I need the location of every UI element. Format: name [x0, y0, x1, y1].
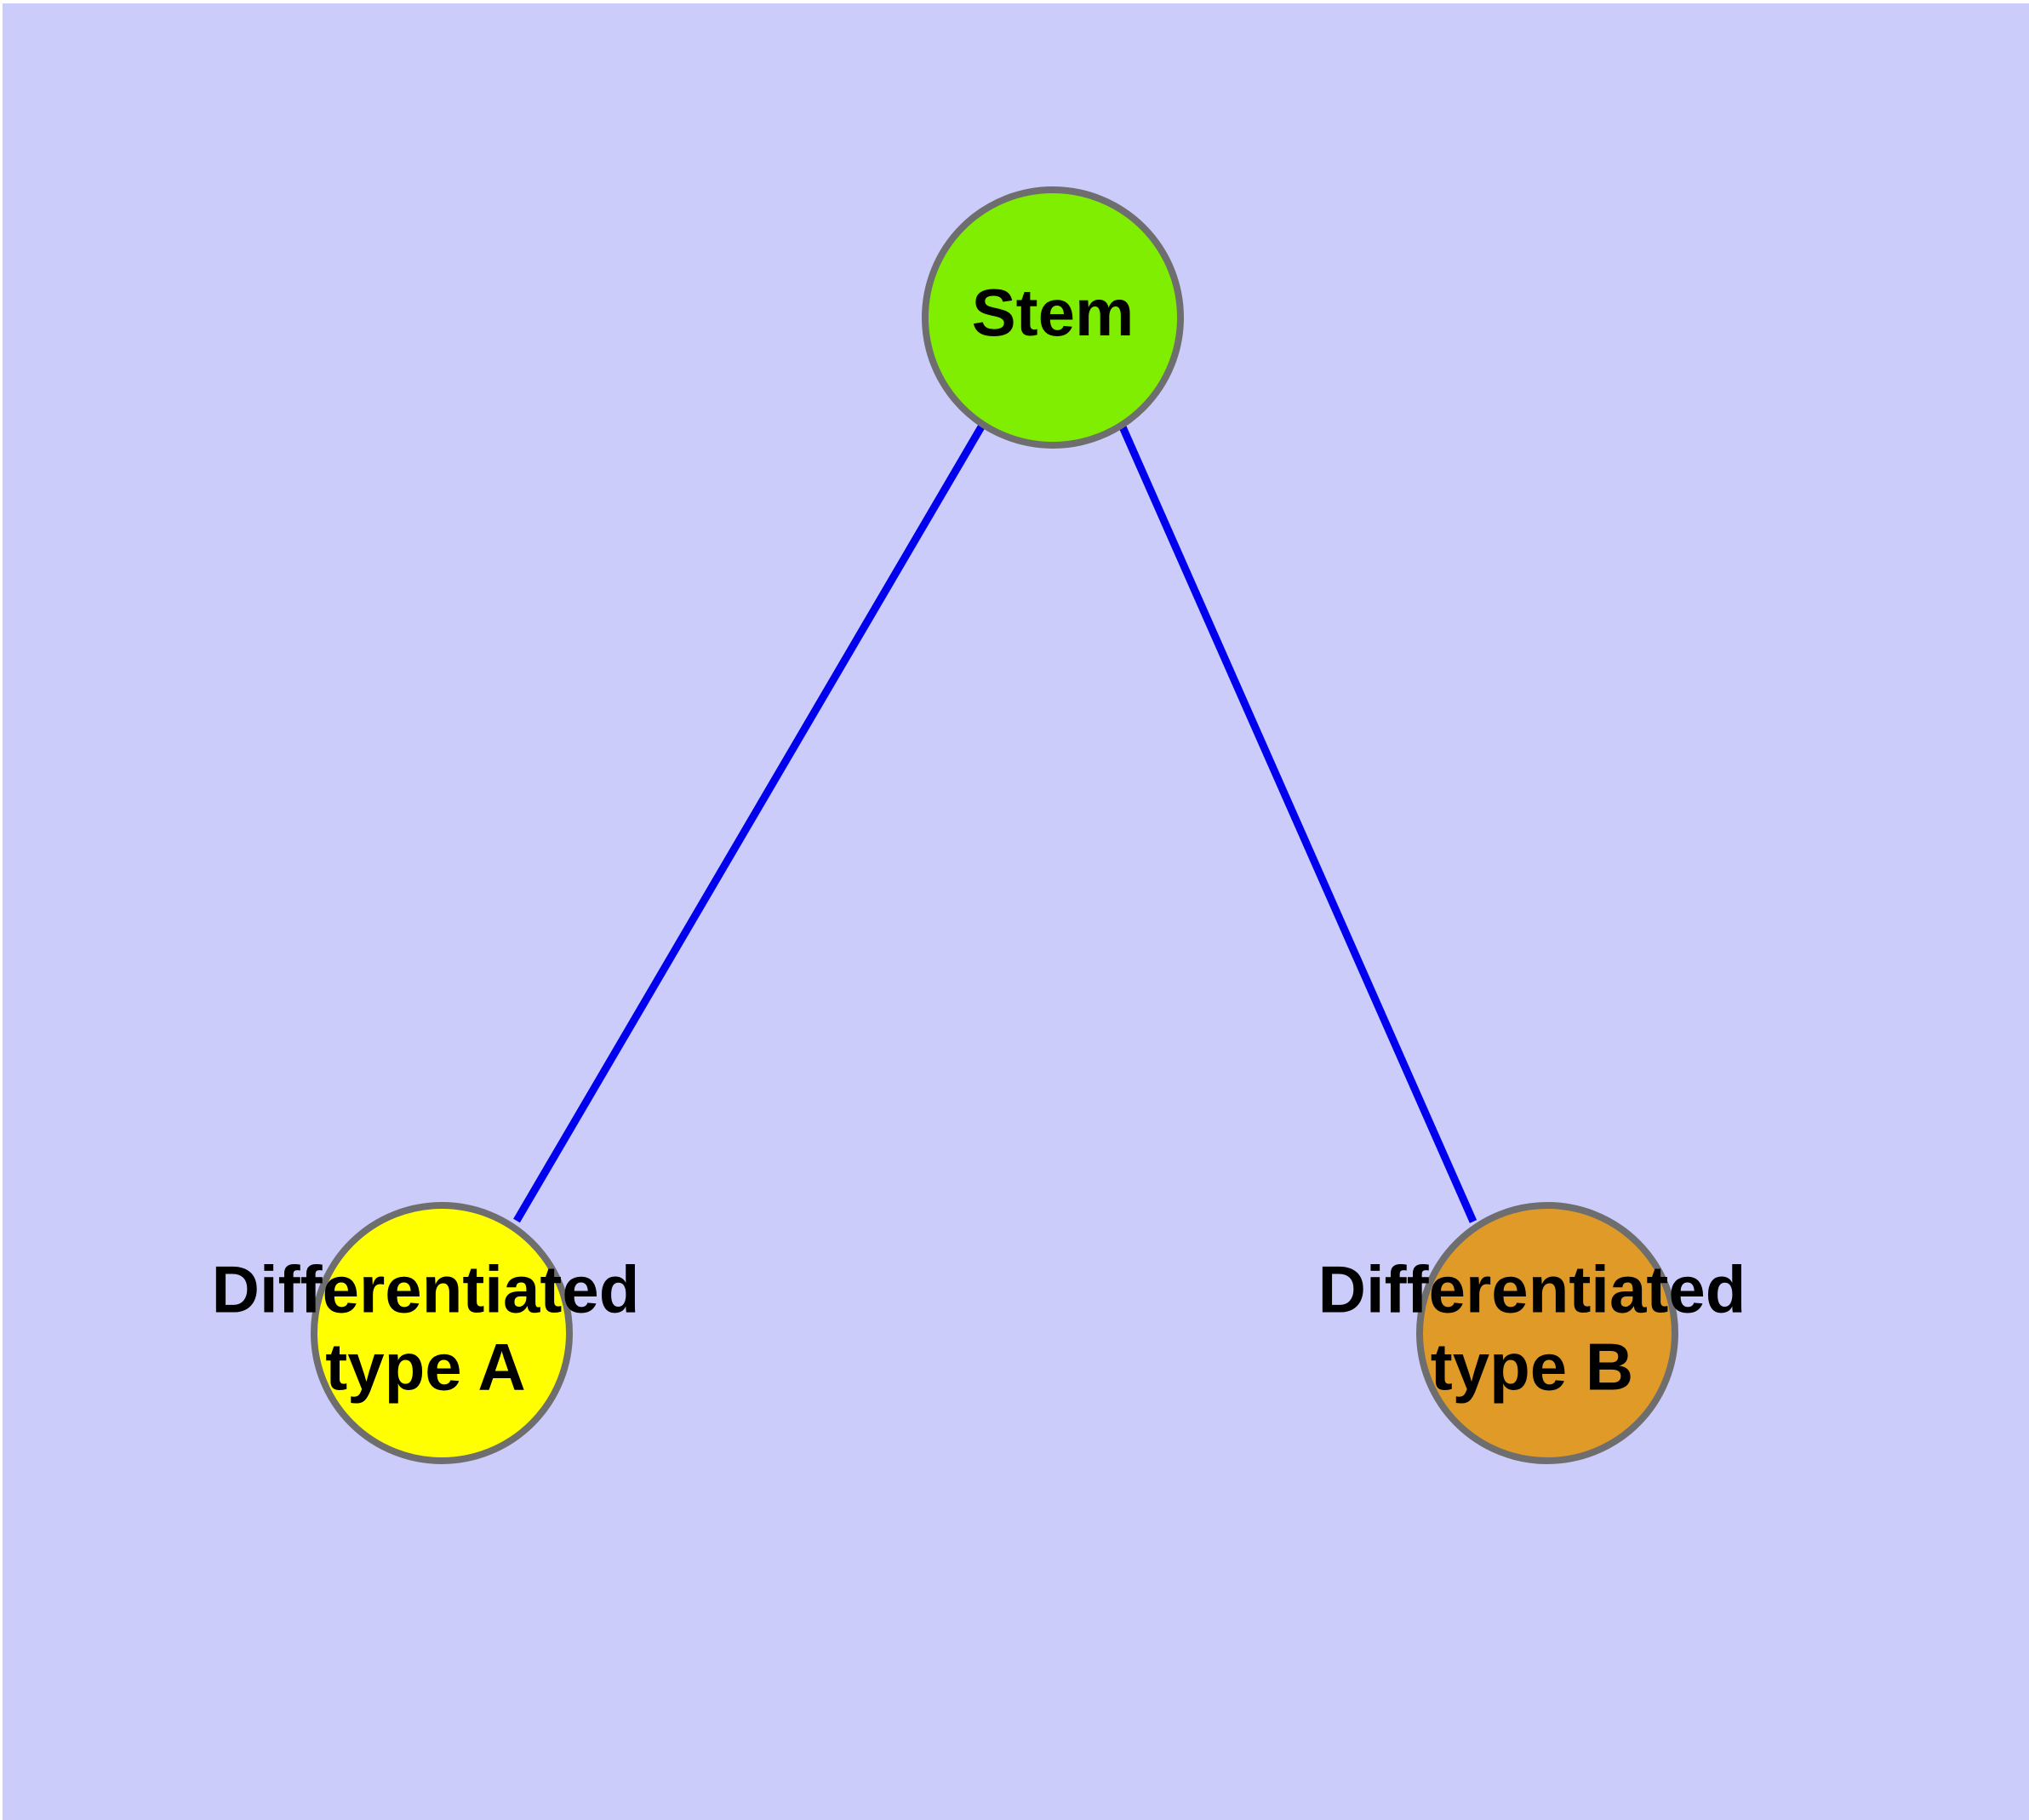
node-layer: [311, 186, 1678, 1464]
node-stem-label: Stem: [972, 275, 1135, 350]
node-diff-a-circle[interactable]: [311, 1202, 573, 1464]
node-stem-circle[interactable]: [922, 186, 1184, 449]
node-diff-a[interactable]: [311, 1202, 573, 1464]
edge-layer: [513, 421, 1477, 1223]
node-diff-b-circle[interactable]: [1416, 1202, 1678, 1464]
edge-stem-to-diff-b[interactable]: [1117, 421, 1477, 1223]
node-stem[interactable]: [922, 186, 1184, 449]
node-diff-b[interactable]: [1416, 1202, 1678, 1464]
edge-stem-to-diff-a[interactable]: [513, 421, 986, 1223]
